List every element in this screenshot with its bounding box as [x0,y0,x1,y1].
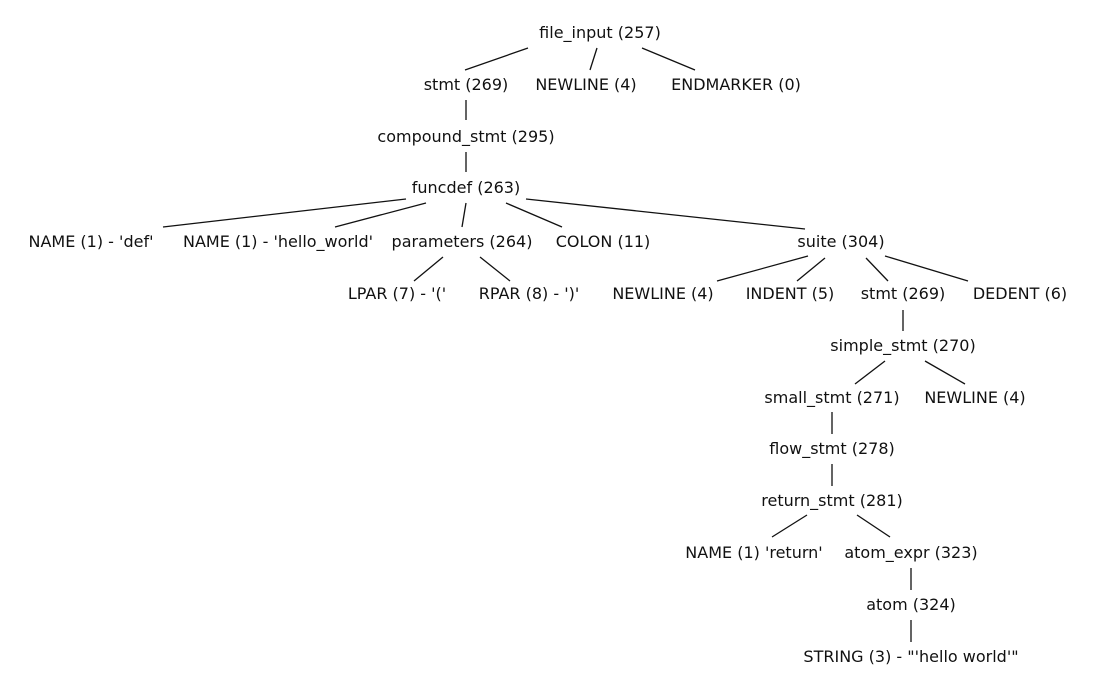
node-name-def: NAME (1) - 'def' [29,232,154,251]
node-suite-newline: NEWLINE (4) [612,284,713,303]
edge-suite-to-stmt [865,257,889,282]
node-atom: atom (324) [866,595,956,614]
edge-funcdef-to-parameters [461,202,467,228]
node-parameters: parameters (264) [392,232,533,251]
node-file-input: file_input (257) [539,23,661,43]
node-colon: COLON (11) [556,232,651,251]
node-simple-stmt: simple_stmt (270) [830,336,975,356]
node-name-hello-world: NAME (1) - 'hello_world' [183,232,373,252]
node-name-return: NAME (1) 'return' [685,543,822,562]
edge-return-stmt-to-name-return [771,514,808,538]
edge-return-stmt-to-atom-expr [856,514,891,538]
node-indent: INDENT (5) [746,284,835,303]
tree-nodes: file_input (257) stmt (269) NEWLINE (4) … [29,23,1068,666]
tree-edges [162,47,969,642]
node-lpar: LPAR (7) - '(' [348,284,446,303]
edge-suite-to-newline [716,255,809,282]
edge-funcdef-to-name-hello-world [334,202,427,228]
node-string: STRING (3) - "'hello world'" [803,647,1018,666]
node-simple-newline: NEWLINE (4) [924,388,1025,407]
node-compound-stmt: compound_stmt (295) [377,127,554,147]
node-funcdef: funcdef (263) [412,178,520,197]
edge-parameters-to-lpar [413,256,444,282]
node-return-stmt: return_stmt (281) [761,491,903,511]
edge-simple-stmt-to-newline [924,360,966,385]
edge-file-input-to-stmt [464,47,529,71]
edge-simple-stmt-to-small-stmt [854,360,886,385]
edge-parameters-to-rpar [479,256,511,282]
node-suite-stmt: stmt (269) [861,284,946,303]
edge-file-input-to-endmarker [641,47,696,71]
node-atom-expr: atom_expr (323) [844,543,977,563]
node-stmt: stmt (269) [424,75,509,94]
node-endmarker: ENDMARKER (0) [671,75,801,94]
node-rpar: RPAR (8) - ')' [479,284,580,303]
node-newline: NEWLINE (4) [535,75,636,94]
node-suite: suite (304) [797,232,884,251]
edge-funcdef-to-colon [505,202,563,228]
edge-suite-to-indent [796,257,826,282]
node-dedent: DEDENT (6) [973,284,1067,303]
edge-suite-to-dedent [884,255,969,282]
edge-file-input-to-newline [589,47,598,71]
node-small-stmt: small_stmt (271) [764,388,899,408]
edge-funcdef-to-name-def [162,198,407,228]
edge-funcdef-to-suite [525,198,806,230]
node-flow-stmt: flow_stmt (278) [769,439,895,459]
